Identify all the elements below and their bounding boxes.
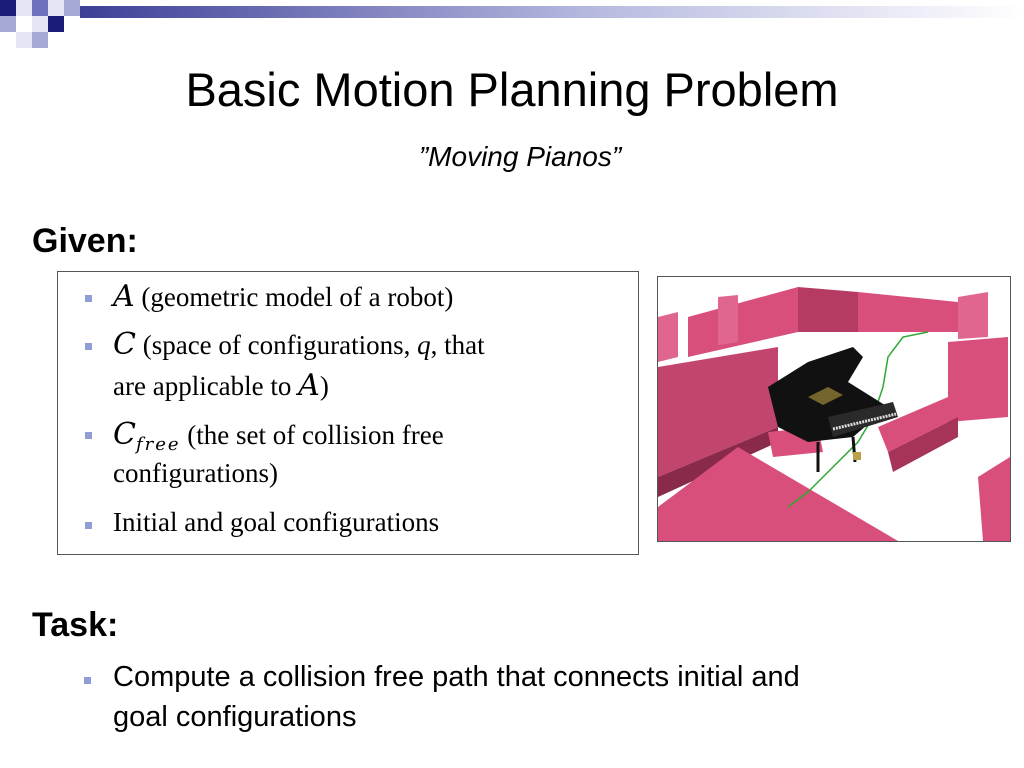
given-item-free-space: Cfree (the set of collision free [113, 417, 444, 455]
given-item-configuration-space: C (space of configurations, q, that [113, 327, 485, 362]
given-item-text: Initial and goal configurations [113, 507, 440, 537]
given-item-text: (space of configurations, [135, 330, 418, 360]
given-item-text-cont: , that [430, 330, 485, 360]
given-item-text: configurations) [113, 458, 278, 488]
piano-room-figure [657, 276, 1011, 542]
subscript-free: free [135, 434, 181, 455]
given-item-free-space-line2: configurations) [113, 458, 278, 489]
bullet-icon [85, 343, 92, 350]
given-item-robot: A (geometric model of a robot) [113, 279, 453, 314]
task-heading: Task: [32, 606, 119, 644]
piano-room-illustration [658, 277, 1010, 541]
given-heading: Given: [32, 222, 138, 260]
given-list-box [57, 271, 639, 555]
variable-q: q [417, 330, 431, 360]
given-item-text: are applicable to [113, 371, 299, 401]
task-text-line1: Compute a collision free path that conne… [113, 661, 800, 693]
symbol-c: C [113, 327, 136, 362]
symbol-a: A [113, 279, 135, 314]
task-text-line2: goal configurations [113, 701, 357, 733]
slide-subtitle: ”Moving Pianos” [418, 141, 622, 172]
given-item-configuration-space-line2: are applicable to A) [113, 368, 329, 403]
given-item-text: (the set of collision free [180, 420, 444, 450]
bullet-icon [84, 677, 91, 684]
title-decoration [0, 0, 1024, 48]
slide-title: Basic Motion Planning Problem [185, 63, 839, 116]
bullet-icon [85, 295, 92, 302]
given-item-text: (geometric model of a robot) [134, 282, 454, 312]
bullet-icon [85, 522, 92, 529]
given-item-text-tail: ) [319, 371, 329, 401]
given-item-initial-goal: Initial and goal configurations [113, 507, 439, 538]
symbol-c: C [113, 417, 136, 452]
symbol-a: A [298, 368, 320, 403]
bullet-icon [85, 432, 92, 439]
